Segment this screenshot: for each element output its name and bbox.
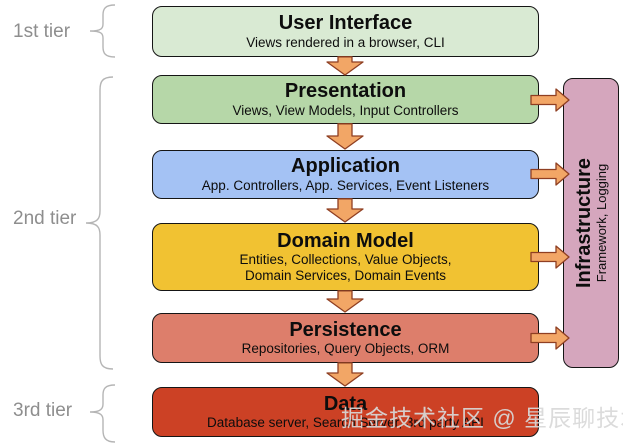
right-arrow-domain-to-infrastructure (530, 245, 570, 269)
infrastructure-rotated-text: Infrastructure Framework, Logging (563, 78, 619, 368)
layer-box-domain-model: Domain Model Entities, Collections, Valu… (152, 223, 539, 291)
tier-label-1st: 1st tier (13, 21, 71, 42)
tier-label-3rd: 3rd tier (13, 400, 73, 421)
infrastructure-subtitle: Framework, Logging (593, 163, 609, 283)
right-arrow-presentation-to-infrastructure (530, 88, 570, 112)
layer-subtitle: App. Controllers, App. Services, Event L… (201, 177, 490, 193)
layer-title: User Interface (278, 12, 413, 35)
infrastructure-title: Infrastructure (572, 157, 595, 289)
layer-subtitle: Views, View Models, Input Controllers (232, 102, 459, 118)
tier-label-2nd: 2nd tier (13, 208, 77, 229)
layer-box-persistence: Persistence Repositories, Query Objects,… (152, 313, 539, 363)
layer-subtitle-line-2: Domain Services, Domain Events (244, 268, 447, 284)
down-arrow-persistence-to-data (326, 362, 364, 387)
layer-box-application: Application App. Controllers, App. Servi… (152, 150, 539, 199)
down-arrow-application-to-domain (326, 198, 364, 223)
infrastructure-box: Infrastructure Framework, Logging (563, 78, 619, 368)
down-arrow-domain-to-persistence (326, 290, 364, 313)
tier-brace-1st (89, 4, 116, 58)
layer-subtitle: Repositories, Query Objects, ORM (241, 341, 450, 357)
watermark-text: 掘金技术社区 @ 星辰聊技术 (341, 405, 623, 431)
layer-subtitle: Views rendered in a browser, CLI (246, 34, 445, 50)
layer-box-user-interface: User Interface Views rendered in a brows… (152, 6, 539, 57)
right-arrow-application-to-infrastructure (530, 162, 570, 186)
tier-brace-3rd (89, 384, 116, 443)
layer-title: Persistence (289, 318, 402, 341)
layer-title: Application (291, 155, 400, 178)
down-arrow-ui-to-presentation (326, 56, 364, 76)
layer-title: Data (323, 392, 368, 415)
layer-box-data: Data Database server, Search Server, 3rd… (152, 387, 539, 437)
down-arrow-presentation-to-application (326, 123, 364, 150)
layer-box-presentation: Presentation Views, View Models, Input C… (152, 75, 539, 124)
tier-brace-2nd (85, 76, 114, 370)
layer-subtitle: Database server, Search Server, 3rd part… (207, 415, 484, 431)
layer-title: Domain Model (277, 229, 414, 252)
layer-subtitle-line-1: Entities, Collections, Value Objects, (239, 252, 452, 268)
layer-title: Presentation (284, 80, 407, 103)
right-arrow-persistence-to-infrastructure (530, 326, 570, 350)
